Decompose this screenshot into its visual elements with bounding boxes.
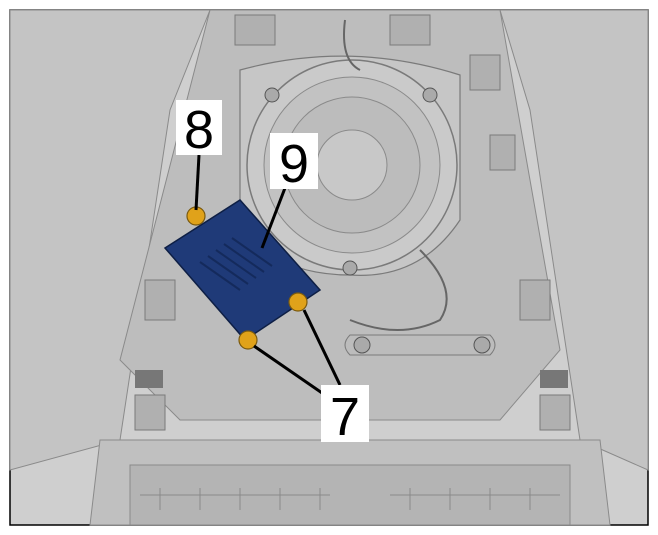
callout-8-box — [176, 100, 222, 155]
callout-7-label: 7 — [330, 387, 360, 447]
callout-9: 9 — [270, 133, 318, 194]
callout-8-label: 8 — [184, 100, 214, 160]
callout-8: 8 — [176, 100, 222, 160]
leader-lines — [194, 154, 342, 397]
callout-9-box — [270, 133, 318, 189]
callout-9-label: 9 — [279, 134, 309, 194]
amplifier-module — [163, 199, 322, 341]
bottom-bracket — [344, 334, 496, 356]
callout-7-box — [321, 385, 369, 442]
speaker — [239, 19, 461, 331]
nut-7-upper — [288, 292, 308, 312]
nut-7-lower — [238, 330, 258, 350]
callout-7: 7 — [321, 385, 369, 447]
